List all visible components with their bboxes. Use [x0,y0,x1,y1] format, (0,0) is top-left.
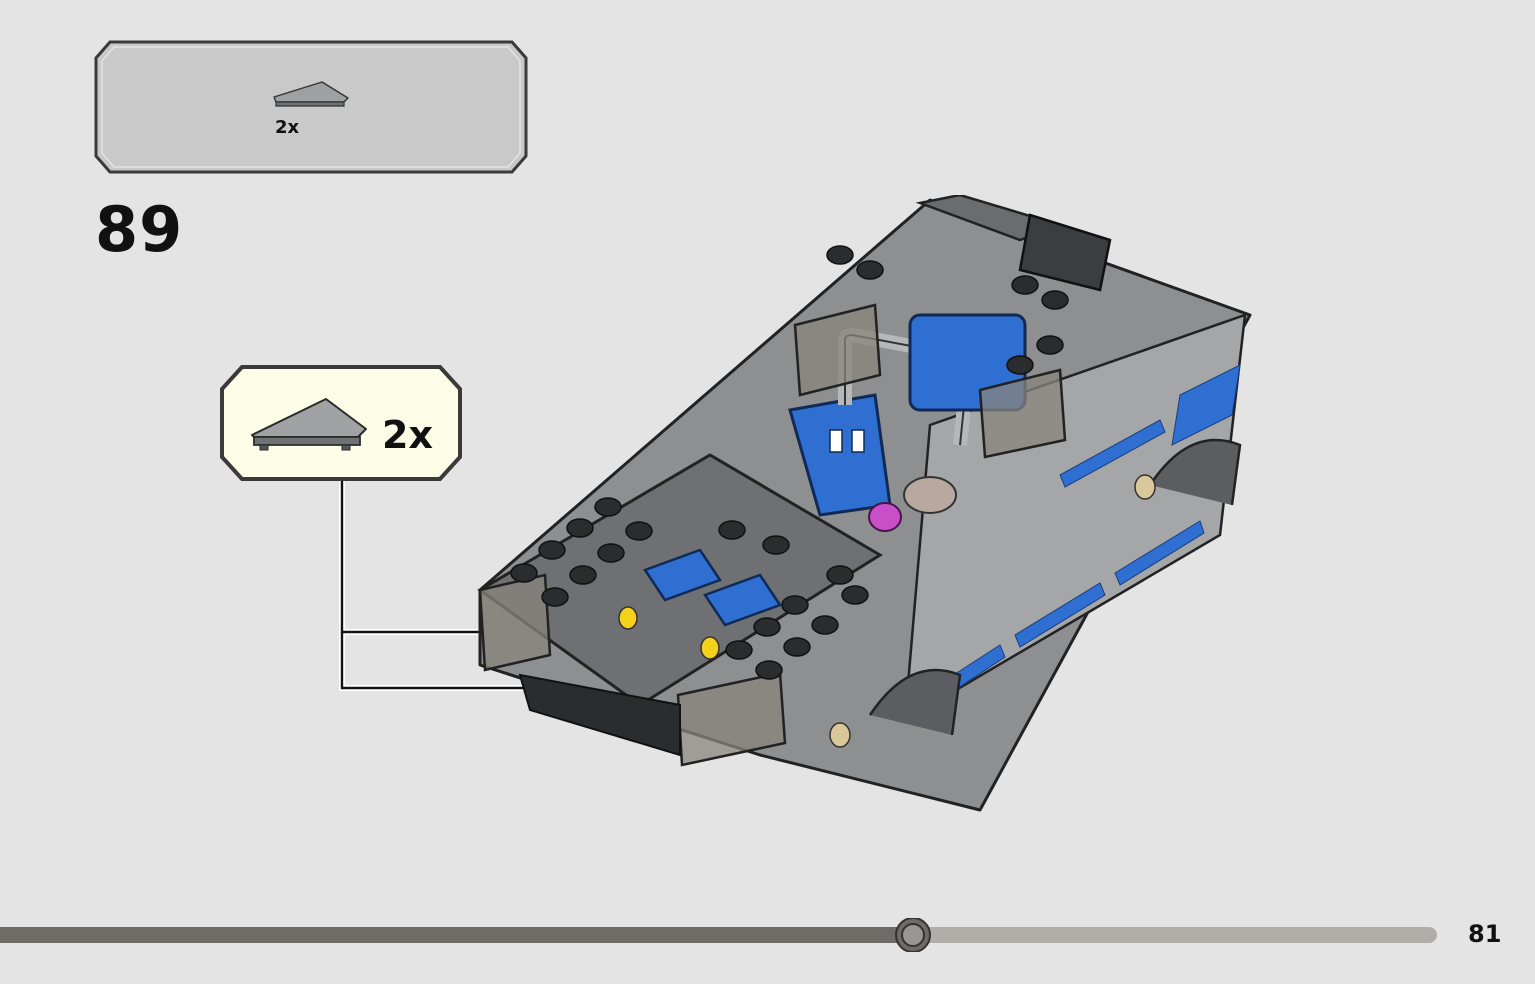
parts-list-frame [94,40,528,174]
progress-handle-icon [895,918,931,952]
tile-triangle-icon [273,81,349,107]
parts-list-box: 2x [94,40,528,174]
callout-quantity: 2x [382,413,433,457]
part-quantity: 2x [275,117,300,138]
page-number: 81 [1468,920,1502,948]
progress-bar [0,918,1437,952]
callout-frame [220,365,462,481]
tile-triangle-icon [251,398,367,451]
callout-box: 2x [220,365,462,481]
model-illustration [477,195,1252,812]
step-number: 89 [95,193,184,266]
